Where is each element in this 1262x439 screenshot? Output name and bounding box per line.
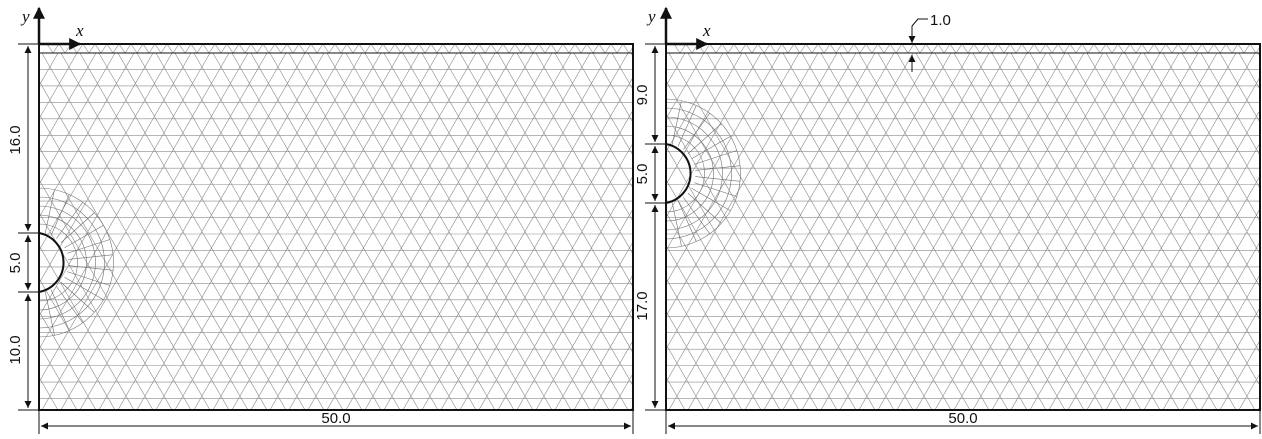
- x-axis-label: x: [75, 21, 84, 40]
- dim-label-bottom: 17.0: [634, 291, 651, 320]
- dim-label-hole: 5.0: [7, 253, 24, 274]
- hole-boundary: [665, 143, 692, 204]
- panel-left: y x 16.0 5.0 10.0 50.0: [7, 6, 634, 434]
- dim-label-width: 50.0: [948, 410, 977, 427]
- domain-boundary: [38, 43, 634, 411]
- dim-label-layer: 1.0: [930, 12, 951, 29]
- x-axis-label: x: [702, 21, 711, 40]
- extension-lines: [18, 43, 634, 434]
- y-axis-label: y: [646, 7, 656, 26]
- extension-lines: [645, 43, 1261, 434]
- hole-boundary: [38, 232, 65, 293]
- hole-refinement-mesh: [665, 98, 741, 249]
- dim-label-top: 9.0: [634, 85, 651, 106]
- hole-refinement-mesh: [38, 187, 114, 338]
- dim-label-top: 16.0: [7, 125, 24, 154]
- mesh-left: [38, 44, 633, 410]
- dim-label-hole: 5.0: [634, 164, 651, 185]
- mesh-right: [665, 44, 1260, 410]
- dim-label-bottom: 10.0: [7, 335, 24, 364]
- dim-label-width: 50.0: [321, 410, 350, 427]
- panel-right: y x 1.0 9.0 5.0 17.0 50.0: [634, 6, 1261, 434]
- mesh-lines: [39, 44, 633, 410]
- layer-dim-callout: [908, 18, 928, 72]
- y-axis-label: y: [20, 7, 30, 26]
- domain-boundary: [665, 43, 1261, 411]
- mesh-lines: [666, 44, 1260, 410]
